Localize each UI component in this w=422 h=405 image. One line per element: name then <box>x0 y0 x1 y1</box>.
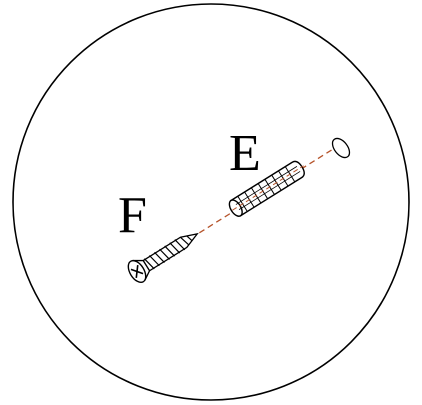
label-anchor: E <box>229 125 261 182</box>
screw-icon <box>127 232 199 284</box>
wall-plug-icon <box>228 160 305 217</box>
assembly-axis-line <box>139 145 339 271</box>
hole-icon <box>331 137 351 159</box>
label-screw: F <box>118 187 147 244</box>
callout-circle <box>12 3 410 401</box>
